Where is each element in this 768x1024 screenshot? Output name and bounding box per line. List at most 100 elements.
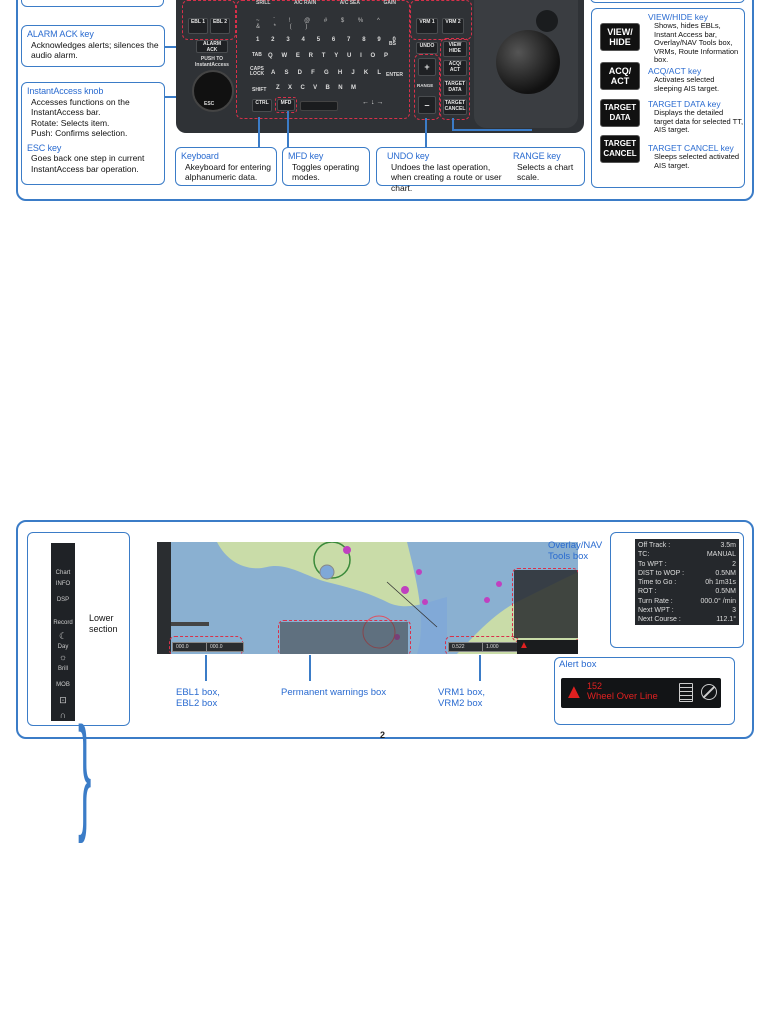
tab-key-label: TAB <box>252 52 262 58</box>
instant-access-title: InstantAccess knob <box>27 86 104 96</box>
target-cancel-title: TARGET CANCEL key <box>648 143 734 153</box>
alarm-ack-desc: Acknowledges alerts; silences the audio … <box>31 39 159 61</box>
alert-number: 152 <box>587 681 603 691</box>
acq-act-small-key[interactable]: ACQ/ ACT <box>443 60 467 76</box>
ebl1-box[interactable]: 000.0 <box>172 642 210 652</box>
target-data-title: TARGET DATA key <box>648 99 721 109</box>
alert-warning-icon: ▲ <box>564 681 584 703</box>
mfd-key[interactable]: MFD <box>277 99 295 111</box>
overlay-nav-tools-box[interactable] <box>514 570 578 638</box>
range-plus-key[interactable]: + <box>418 58 436 76</box>
sidebar-chart-info[interactable]: Chart INFO <box>55 570 71 587</box>
leader-undo <box>425 118 427 147</box>
range-label: RANGE <box>417 83 434 88</box>
range-minus-key[interactable]: – <box>418 96 436 114</box>
partial-callout-top-left <box>21 0 164 7</box>
permanent-warnings-highlight <box>278 620 411 654</box>
arrow-keys-icon[interactable]: ← ↓ → <box>362 99 384 106</box>
headset-icon[interactable]: ∩ <box>59 710 67 720</box>
leader-range <box>452 118 454 130</box>
alert-list-icon[interactable] <box>679 683 693 702</box>
alert-display[interactable]: ▲ 152 Wheel Over Line <box>561 678 721 708</box>
instant-access-line-1: Accesses functions on the InstantAccess … <box>31 96 130 118</box>
alarm-ack-callout: ALARM ACK key Acknowledges alerts; silen… <box>21 25 165 67</box>
ctrl-key[interactable]: CTRL <box>252 99 272 112</box>
bs-key-label: BS <box>389 41 396 47</box>
sidebar-day[interactable]: Day <box>57 644 69 650</box>
side-keys-callout: VIEW/ HIDE ACQ/ ACT TARGET DATA TARGET C… <box>591 8 745 188</box>
bottom-diagram-frame <box>16 520 754 739</box>
instant-access-knob[interactable] <box>192 70 234 112</box>
target-cancel-key[interactable]: TARGET CANCEL <box>600 135 640 163</box>
alert-box-label: Alert box <box>559 659 597 670</box>
ebl1-key[interactable]: EBL 1 <box>188 18 208 34</box>
keyboard-title: Keyboard <box>181 151 219 161</box>
leader-vrm <box>479 655 481 681</box>
esc-title: ESC key <box>27 142 62 153</box>
ebl2-box[interactable]: 000.0 <box>206 642 244 652</box>
target-data-key[interactable]: TARGET DATA <box>600 99 640 127</box>
permanent-warnings-label: Permanent warnings box <box>281 687 387 698</box>
top-diagram-frame <box>16 0 754 201</box>
permanent-warnings-box <box>280 622 408 654</box>
vrm1-key[interactable]: VRM 1 <box>416 18 438 34</box>
shift-key-label: SHIFT <box>252 87 267 93</box>
ebl-box-label: EBL1 box, EBL2 box <box>176 687 220 709</box>
undo-title: UNDO key <box>387 151 430 161</box>
acq-act-desc: Activates selected sleeping AIS target. <box>654 75 720 93</box>
view-hide-title: VIEW/HIDE key <box>648 12 708 22</box>
ebl2-key[interactable]: EBL 2 <box>210 18 230 34</box>
alarm-ack-title: ALARM ACK key <box>27 29 94 39</box>
target-cancel-small-key[interactable]: TARGET CANCEL <box>443 99 467 115</box>
sidebar-brill[interactable]: Brill <box>58 666 68 672</box>
vrm2-key[interactable]: VRM 2 <box>442 18 464 34</box>
instant-access-callout: InstantAccess knob Accesses functions on… <box>21 82 165 185</box>
alarm-ack-key[interactable]: ALARM ACK <box>196 40 228 53</box>
target-cancel-desc: Sleeps selected activated AIS target. <box>654 152 740 170</box>
alert-strip <box>517 640 578 654</box>
acq-act-key[interactable]: ACQ/ ACT <box>600 62 640 90</box>
target-data-small-key[interactable]: TARGET DATA <box>443 80 467 96</box>
enter-key-label: ENTER <box>386 72 403 78</box>
vrm1-box[interactable]: 0.522 <box>448 642 486 652</box>
sidebar-record[interactable]: Record <box>53 620 73 626</box>
vrm2-box[interactable]: 1.000 <box>482 642 520 652</box>
side-keys-highlight <box>440 38 470 120</box>
sidebar-mob[interactable]: MOB <box>56 682 70 688</box>
mfd-title: MFD key <box>288 151 324 161</box>
alert-mute-icon[interactable] <box>701 684 717 700</box>
alert-box-callout: Alert box ▲ 152 Wheel Over Line <box>554 657 735 725</box>
vrm-box-label: VRM1 box, VRM2 box <box>438 687 485 709</box>
moon-icon[interactable]: ☾ <box>58 631 68 641</box>
leader-warnings <box>309 655 311 681</box>
undo-desc: Undoes the last operation, when creating… <box>391 161 502 193</box>
leader-range-h <box>452 129 532 131</box>
view-hide-small-key[interactable]: VIEW HIDE <box>443 41 467 57</box>
camera-icon[interactable]: ⊡ <box>59 695 67 705</box>
chart-display[interactable]: 000.0 000.0 0.522 1.000 ▲ <box>157 542 578 654</box>
mfd-desc: Toggles operating modes. <box>292 161 360 183</box>
undo-key[interactable]: UNDO <box>416 42 438 54</box>
leader-keyboard <box>258 117 260 147</box>
panel-top-labels: SRILL A/C RAIN A/C SEA GAIN <box>256 0 396 6</box>
sidebar-dsp[interactable]: DSP <box>56 597 70 603</box>
leader-mfd <box>287 111 289 147</box>
range-desc: Selects a chart scale. <box>517 161 574 183</box>
view-hide-key[interactable]: VIEW/ HIDE <box>600 23 640 51</box>
trackball[interactable] <box>496 30 560 94</box>
keyboard-callout: Keyboard Akeyboard for entering alphanum… <box>175 147 277 186</box>
route-info-callout: Off Track :3.5m TC:MANUAL To WPT :2 DIST… <box>610 532 744 648</box>
sidebar-callout: Chart INFO DSP Record ☾ Day ☼ Brill MOB … <box>27 532 130 845</box>
spacebar[interactable] <box>300 101 338 111</box>
keyboard-symbol-row: ~ ` ! @ # $ % ^ & * ( ) <box>256 18 386 30</box>
trackball-button[interactable] <box>536 10 558 32</box>
caps-key-label: CAPS LOCK <box>250 66 265 77</box>
alert-strip-warning-icon: ▲ <box>519 640 529 651</box>
instant-access-line-2: Rotate: Selects item. <box>31 117 110 128</box>
range-keys-highlight <box>414 54 440 120</box>
lower-section-label: Lower section <box>89 613 118 634</box>
page-number: 2 <box>380 730 386 740</box>
sun-icon[interactable]: ☼ <box>58 652 68 662</box>
